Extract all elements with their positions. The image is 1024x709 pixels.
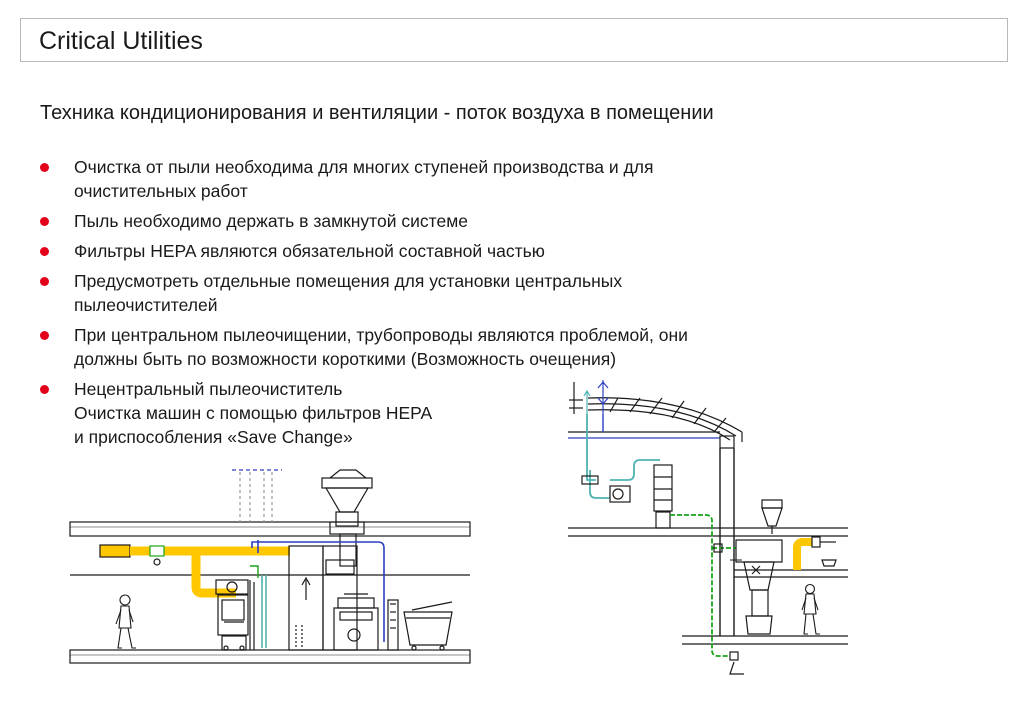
building-section-drawing [568, 380, 848, 675]
upper-slab [568, 431, 735, 449]
bullet-dot-icon [40, 385, 49, 394]
title-bar: Critical Utilities [20, 18, 1008, 62]
green-piping [670, 514, 736, 657]
production-machine [333, 593, 379, 651]
bullet-list: Очистка от пыли необходима для многих ст… [40, 155, 840, 455]
dust-collector [730, 499, 783, 635]
vent-stacks [569, 380, 609, 414]
floor-slab [69, 649, 471, 664]
conveyor-feeder [387, 599, 453, 651]
extraction-unit [215, 579, 255, 651]
lower-slab [682, 635, 848, 645]
hopper-silo [321, 469, 373, 567]
bullet-item: Очистка от пыли необходима для многих ст… [40, 155, 840, 203]
ceiling-slab [69, 521, 471, 537]
valve-icons [713, 543, 744, 675]
bullet-dot-icon [40, 163, 49, 172]
person-figure [801, 583, 820, 635]
cyan-supply-pipe [586, 414, 660, 499]
bullet-item: Фильтры HEPA являются обязательной соста… [40, 239, 840, 263]
bullet-item: Предусмотреть отдельные помещения для ус… [40, 269, 840, 317]
yellow-duct [99, 544, 290, 598]
page-title: Critical Utilities [39, 27, 203, 55]
roof [587, 397, 743, 442]
air-handling-unit [653, 464, 673, 529]
bullet-item: При центральном пылеочищении, трубопрово… [40, 323, 840, 371]
fan-box [581, 475, 631, 503]
slide-subtitle: Техника кондиционирования и вентиляции -… [40, 102, 714, 124]
person-figure [115, 594, 136, 649]
bullet-dot-icon [40, 277, 49, 286]
bullet-item: Пыль необходимо держать в замкнутой сист… [40, 209, 840, 233]
blue-piping [251, 540, 385, 648]
bullet-dot-icon [40, 247, 49, 256]
bullet-dot-icon [40, 331, 49, 340]
bullet-dot-icon [40, 217, 49, 226]
central-dust-extraction-drawing [69, 469, 471, 664]
yellow-elbow [793, 536, 837, 570]
mid-slab [568, 527, 848, 578]
